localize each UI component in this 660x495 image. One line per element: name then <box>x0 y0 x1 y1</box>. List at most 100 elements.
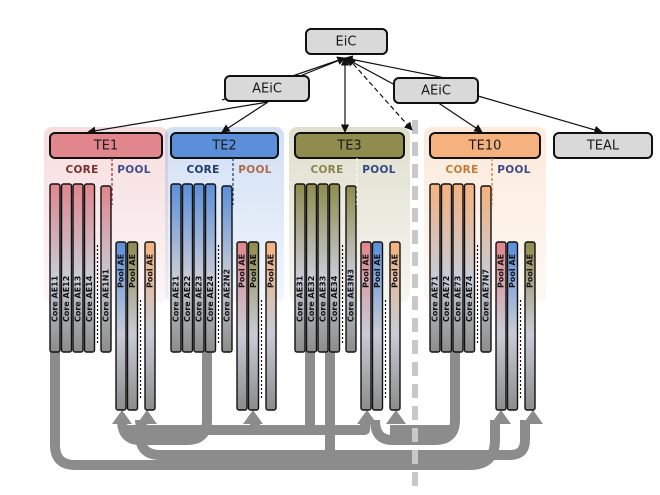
pool-member-bar[interactable]: Pool AE <box>360 241 372 411</box>
team-name: TE2 <box>211 139 236 154</box>
core-member-label: Core AE14 <box>85 275 94 322</box>
core-member-bar[interactable]: Core AE23 <box>193 183 205 353</box>
core-member-bar[interactable]: Core AE12 <box>60 183 73 353</box>
pool-member-label: Pool AE <box>128 254 137 288</box>
core-last-bar[interactable]: Core AE3N3 <box>345 185 357 353</box>
core-member-bar[interactable]: Core AE13 <box>72 183 84 353</box>
connector-eic-divider <box>347 57 413 131</box>
pool-member-bar[interactable]: Pool AE <box>506 241 519 411</box>
pool-member-label: Pool AE <box>249 254 258 288</box>
core-member-bar[interactable]: Core AE71 <box>429 183 441 353</box>
core-last-bar[interactable]: Core AE7N7 <box>480 185 492 353</box>
core-member-bar[interactable]: Core AE72 <box>440 183 453 353</box>
core-member-bar[interactable]: Core AE34 <box>328 183 341 353</box>
connector-aeic2-te10 <box>436 101 483 133</box>
core-member-bar[interactable]: Core AE33 <box>317 183 329 353</box>
core-member-label: Core AE24 <box>206 275 215 322</box>
pool-member-label: Pool AE <box>526 254 535 288</box>
core-member-bar[interactable]: Core AE21 <box>170 183 182 353</box>
team-name: TE3 <box>336 139 361 154</box>
pool-member-bar[interactable]: Pool AE <box>236 241 248 411</box>
flow-arrowhead <box>357 410 377 424</box>
pool-member-bar[interactable]: Pool AE <box>247 241 260 411</box>
core-member-label: Core AE23 <box>195 276 204 322</box>
core-member-bar[interactable]: Core AE74 <box>463 183 476 353</box>
pool-member-label: Pool AE <box>146 254 155 288</box>
flow-arrowhead <box>243 410 263 424</box>
core-member-label: Core AE74 <box>465 275 474 322</box>
aeic-left-label: AEiC <box>252 82 282 97</box>
core-member-label: Core AE13 <box>74 276 83 322</box>
pool-member-bar[interactable]: Pool AE <box>126 241 139 411</box>
core-member-bar[interactable]: Core AE11 <box>49 183 61 353</box>
pool-label: POOL <box>238 164 271 176</box>
core-member-label: Core AE12 <box>62 276 71 322</box>
core-member-label: Core AE22 <box>183 276 192 322</box>
core-member-label: Core AE72 <box>442 276 451 322</box>
eic-box[interactable]: EiC <box>305 28 388 55</box>
teal-box[interactable]: TEAL <box>553 132 653 159</box>
core-member-bar[interactable]: Core AE73 <box>452 183 464 353</box>
core-last-label: Core AE1N1 <box>102 269 111 322</box>
flow-te3-lower <box>135 350 335 460</box>
pool-member-bar[interactable]: Pool AE <box>389 241 401 411</box>
core-member-label: Core AE73 <box>454 276 463 322</box>
pool-member-bar[interactable]: Pool AE <box>144 241 156 411</box>
core-member-label: Core AE33 <box>319 276 328 322</box>
core-last-label: Core AE3N3 <box>347 269 356 322</box>
pool-member-label: Pool AE <box>497 254 506 288</box>
pool-label: POOL <box>497 164 530 176</box>
hierarchy-connectors <box>87 55 603 135</box>
core-member-label: Core AE31 <box>296 275 305 322</box>
core-member-bar[interactable]: Core AE32 <box>305 183 318 353</box>
core-member-bar[interactable]: Core AE31 <box>294 183 306 353</box>
core-member-label: Core AE34 <box>330 275 339 322</box>
flow-arrowhead <box>491 410 511 424</box>
pool-member-bar[interactable]: Pool AE <box>371 241 384 411</box>
connector-aeic2-eic <box>344 57 396 86</box>
pool-member-bar[interactable]: Pool AE <box>495 241 507 411</box>
core-member-label: Core AE21 <box>172 275 181 322</box>
connector-aeic2-teal <box>477 95 603 134</box>
core-last-label: Core AE2N2 <box>223 269 232 322</box>
core-member-label: Core AE11 <box>51 275 60 322</box>
flow-te3-to-te1 <box>135 350 315 435</box>
pool-member-label: Pool AE <box>391 254 400 288</box>
pool-member-label: Pool AE <box>362 254 371 288</box>
flow-arrowhead <box>386 410 406 424</box>
connector-aeic1-te2 <box>221 101 269 133</box>
pool-member-label: Pool AE <box>238 254 247 288</box>
pool-member-label: Pool AE <box>373 254 382 288</box>
teal-label: TEAL <box>586 139 620 154</box>
core-member-bar[interactable]: Core AE14 <box>83 183 96 353</box>
aeic-box-left[interactable]: AEiC <box>224 75 310 102</box>
core-member-bar[interactable]: Core AE24 <box>204 183 217 353</box>
core-label: CORE <box>186 164 219 176</box>
pool-member-label: Pool AE <box>267 254 276 288</box>
pool-member-bar[interactable]: Pool AE <box>115 241 127 411</box>
pool-member-bar[interactable]: Pool AE <box>524 241 536 411</box>
connector-aeic1-te1 <box>87 101 269 135</box>
core-member-bar[interactable]: Core AE22 <box>181 183 194 353</box>
aeic-box-right[interactable]: AEiC <box>393 77 479 104</box>
core-last-label: Core AE7N7 <box>482 269 491 322</box>
aeic-right-label: AEiC <box>421 84 451 99</box>
core-member-label: Core AE71 <box>431 275 440 322</box>
core-last-bar[interactable]: Core AE1N1 <box>100 185 112 353</box>
core-last-bar[interactable]: Core AE2N2 <box>221 185 233 353</box>
flow-arrowhead <box>112 410 132 424</box>
pool-member-bar[interactable]: Pool AE <box>265 241 277 411</box>
eic-label: EiC <box>336 35 357 50</box>
flow-to-te10-pool <box>330 420 530 460</box>
flow-arrowhead <box>137 410 157 424</box>
core-member-label: Core AE32 <box>307 276 316 322</box>
pool-label: POOL <box>362 164 395 176</box>
core-label: CORE <box>445 164 478 176</box>
team-name: TE10 <box>468 139 502 154</box>
pool-member-label: Pool AE <box>117 254 126 288</box>
